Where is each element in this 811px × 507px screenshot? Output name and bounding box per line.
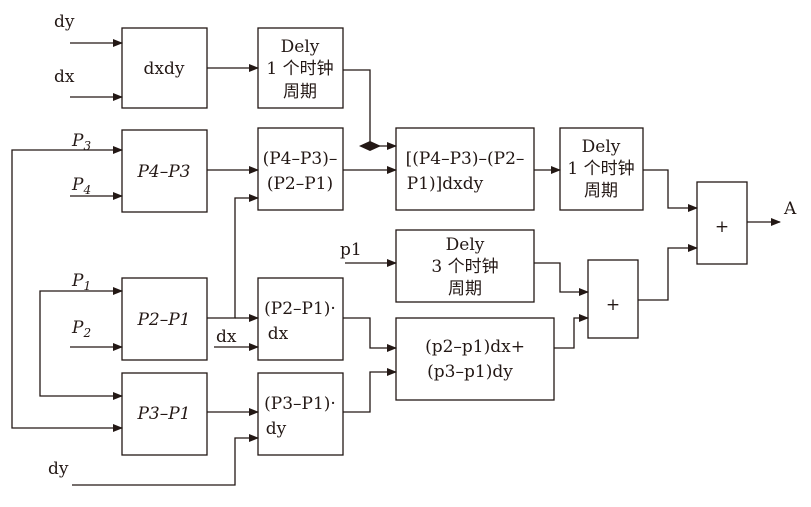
text-final-adder: + (715, 217, 729, 237)
label-p4: P4 (71, 175, 91, 197)
text-p3p1dy-2: dy (266, 419, 287, 439)
text-product-1: [(P4–P3)–(P2– (406, 149, 525, 169)
p2p1dx-block (257, 277, 344, 361)
label-p2: P2 (71, 318, 91, 340)
junction-diamond (359, 141, 381, 151)
text-product-2: P1)]dxdy (407, 174, 484, 194)
text-delay3-3: 周期 (448, 279, 482, 299)
label-p3: P3 (71, 131, 91, 153)
text-p2p1dx-2: dx (268, 324, 289, 344)
text-p3-minus-p1: P3–P1 (136, 404, 190, 424)
label-p1-lower: p1 (340, 240, 362, 260)
wire-dy-bottom (72, 434, 259, 486)
text-delay1-3: 周期 (283, 82, 317, 102)
wire-delay2-adder (643, 169, 698, 212)
wire-p3-bus (11, 149, 123, 432)
label-dy-bottom: dy (48, 459, 69, 479)
text-p2-minus-p1: P2–P1 (136, 310, 190, 330)
wire-delay1-product (343, 69, 397, 150)
text-p4-minus-p3: P4–P3 (136, 162, 190, 182)
text-delay3-1: Dely (446, 235, 485, 255)
wire-inner-final (638, 244, 698, 301)
text-p2p1dx-1: (P2–P1)· (264, 299, 336, 319)
wire-p2p1-diff (207, 194, 259, 319)
wire-p3p1dy-sum (343, 368, 397, 413)
p4-minus-p3-block (121, 129, 208, 213)
text-delay2-2: 1 个时钟 (567, 159, 634, 179)
text-dxdy: dxdy (144, 59, 185, 79)
p2-minus-p1-block (121, 277, 208, 361)
p3p1dy-block (257, 372, 344, 456)
wire-p1-bus (39, 290, 123, 400)
label-dx-top: dx (54, 67, 75, 87)
sum-block (395, 317, 555, 401)
text-delay3-2: 3 个时钟 (431, 257, 498, 277)
text-delay2-3: 周期 (584, 181, 618, 201)
inner-adder-block (587, 259, 639, 339)
label-p1: P1 (71, 271, 91, 293)
text-sum-2: (p3–p1)dy (427, 362, 513, 382)
label-dy-top: dy (54, 12, 75, 32)
text-delay2-1: Dely (582, 137, 621, 157)
text-delay1-1: Dely (281, 37, 320, 57)
text-diff-1: (P4–P3)– (263, 149, 338, 169)
diff-block (257, 127, 344, 211)
final-adder-block (696, 181, 748, 265)
wire-p2p1dx-sum (343, 317, 397, 352)
text-delay1-2: 1 个时钟 (266, 59, 333, 79)
wire-delay3-adder (534, 262, 589, 296)
product-block (395, 127, 535, 211)
text-p3p1dy-1: (P3–P1)· (264, 394, 336, 414)
p3-minus-p1-block (121, 372, 208, 456)
text-sum-1: (p2–p1)dx+ (425, 337, 525, 357)
label-output: A (783, 199, 797, 219)
label-dx-mid: dx (216, 327, 237, 347)
wire-sum-adder (554, 314, 589, 349)
text-diff-2: (P2–P1) (267, 174, 333, 194)
text-inner-adder: + (606, 295, 620, 315)
